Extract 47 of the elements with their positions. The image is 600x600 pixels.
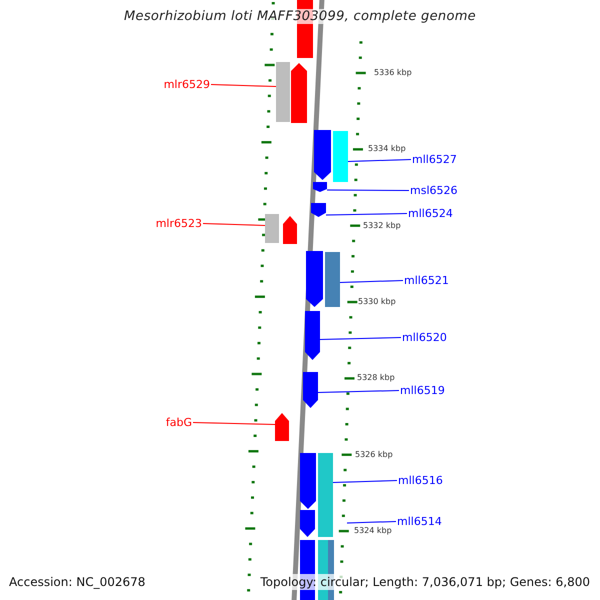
scale-label: 5334 kbp xyxy=(368,144,406,154)
gene-block xyxy=(283,216,297,244)
gene-label: mll6514 xyxy=(397,515,442,528)
gene-block xyxy=(313,182,327,192)
gene-bar xyxy=(318,453,333,537)
gene-block xyxy=(314,130,331,180)
scale-label: 5328 kbp xyxy=(357,373,395,383)
gene-label: mll6524 xyxy=(408,207,453,220)
gene-label: mll6527 xyxy=(412,153,457,166)
leader-line xyxy=(320,337,402,340)
gene-label: mll6516 xyxy=(398,474,443,487)
leader-line xyxy=(348,159,412,162)
gene-block xyxy=(305,311,320,360)
leader-line xyxy=(326,190,410,191)
gene-label: mll6519 xyxy=(400,384,445,397)
gene-label: mll6520 xyxy=(402,331,447,344)
gene-bar xyxy=(325,252,340,307)
gene-label: mlr6529 xyxy=(164,78,210,91)
leader-line xyxy=(340,280,404,283)
gene-block xyxy=(306,251,323,307)
genome-stats-text: Topology: circular; Length: 7,036,071 bp; Genes: 6,800 xyxy=(260,574,590,590)
gene-bar xyxy=(276,62,290,122)
leader-line xyxy=(346,521,396,524)
accession-text: Accession: NC_002678 xyxy=(9,574,146,590)
scale-label: 5336 kbp xyxy=(374,68,412,78)
gene-label: mll6521 xyxy=(404,274,449,287)
leader-line xyxy=(210,84,276,87)
leader-line xyxy=(332,480,398,483)
leader-line xyxy=(202,223,266,226)
title: Mesorhizobium loti MAFF303099, complete genome xyxy=(122,9,478,24)
leader-line xyxy=(318,390,400,393)
gene-block xyxy=(300,510,315,537)
scale-label: 5332 kbp xyxy=(363,221,401,231)
gene-block xyxy=(275,413,289,441)
gene-label: mlr6523 xyxy=(156,217,202,230)
gene-block xyxy=(311,203,326,217)
gene-bar xyxy=(265,214,279,243)
gene-label: msl6526 xyxy=(410,184,458,197)
gene-block xyxy=(291,63,307,123)
leader-line xyxy=(326,213,408,216)
scale-label: 5324 kbp xyxy=(354,526,392,536)
scale-label: 5326 kbp xyxy=(355,450,393,460)
scale-label: 5330 kbp xyxy=(358,297,396,307)
gene-bar xyxy=(333,131,348,182)
gene-block xyxy=(303,372,318,408)
gene-label: fabG xyxy=(166,416,192,429)
leader-line xyxy=(192,422,276,425)
